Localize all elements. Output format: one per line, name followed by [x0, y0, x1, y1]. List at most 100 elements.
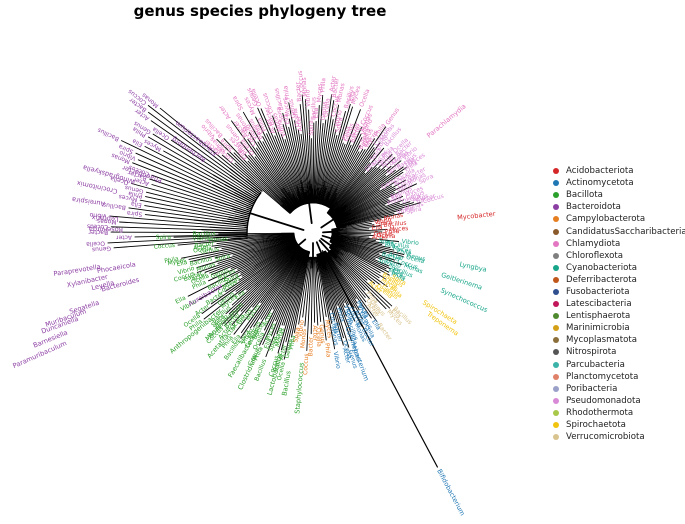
tree-branch	[321, 252, 356, 322]
tree-tip-label: Ocella	[292, 107, 302, 127]
tree-branch	[336, 228, 370, 232]
legend-label: Bacillota	[566, 190, 603, 201]
tree-branch	[320, 119, 334, 190]
tree-branch	[297, 193, 303, 206]
tree-branch	[320, 187, 327, 205]
tree-branch	[144, 146, 236, 194]
tree-branch	[304, 99, 311, 181]
tree-branch	[256, 147, 284, 189]
legend-item: Mycoplasmatota	[553, 334, 683, 346]
tree-tip-label: Coccus	[153, 242, 175, 251]
tree-branch	[331, 243, 348, 253]
tree-branch	[345, 166, 404, 210]
tree-branch	[237, 240, 296, 270]
tree-tip-label: Bacillus	[193, 231, 216, 238]
tree-tip-label: Phila	[288, 334, 298, 350]
tree-tip-label: Myces	[167, 257, 187, 268]
tree-branch	[341, 260, 391, 309]
tree-branch	[352, 212, 395, 224]
tree-branch	[193, 219, 248, 227]
tree-branch	[343, 187, 396, 217]
tree-tip-label: Phila	[335, 307, 346, 323]
tree-branch	[262, 261, 301, 345]
tree-branch	[339, 224, 375, 230]
tree-branch	[321, 198, 325, 205]
tree-branch	[317, 270, 327, 341]
tree-tip-label: Coccus	[328, 312, 340, 334]
legend-item: Chloroflexota	[553, 250, 683, 262]
tree-tip-label: Monas	[97, 217, 117, 225]
tree-branch	[272, 115, 298, 188]
tree-tip-label: Bacter	[294, 81, 303, 102]
legend-item: Poribacteria	[553, 383, 683, 395]
legend-item: Lentisphaerota	[553, 310, 683, 322]
tree-branch	[329, 250, 337, 259]
tree-tip-label: Vibrio	[332, 351, 342, 370]
tree-tip-label: Lepthrix	[91, 214, 119, 224]
tree-tip-label: Phila	[341, 125, 352, 141]
legend-marker	[553, 409, 559, 416]
legend-item: Pseudomonadota	[553, 395, 683, 407]
tree-branch	[329, 151, 360, 204]
tree-branch	[233, 152, 283, 202]
tree-branch	[324, 260, 345, 303]
tree-tip-label: Ella	[174, 294, 187, 305]
tree-branch	[221, 236, 291, 250]
tree-branch	[201, 246, 295, 314]
tree-branch	[270, 251, 306, 337]
legend-marker	[553, 288, 559, 295]
tree-branch	[221, 220, 249, 225]
tree-tip-label: Spira	[231, 94, 245, 111]
tree-branch	[332, 238, 380, 254]
tree-branch	[326, 260, 350, 306]
tree-tip-label: Monas	[383, 212, 403, 223]
tree-branch	[299, 104, 310, 197]
tree-branch	[330, 245, 344, 256]
tree-branch	[284, 200, 294, 211]
tree-branch	[331, 228, 341, 231]
tree-tip-label: Staphylococcus	[293, 362, 306, 415]
tree-branch	[345, 185, 393, 215]
tree-branch	[342, 238, 391, 249]
tree-branch	[187, 243, 293, 297]
tree-branch	[145, 191, 242, 216]
tree-branch	[189, 238, 287, 263]
tree-branch	[210, 245, 295, 305]
tree-branch	[304, 259, 312, 327]
tree-branch	[258, 249, 304, 328]
tree-tip-label: Ella	[392, 267, 405, 278]
tree-branch	[328, 137, 363, 202]
tree-branch	[323, 191, 330, 206]
tree-branch	[235, 215, 250, 220]
tree-branch	[246, 248, 295, 291]
tree-branch	[336, 256, 387, 310]
tree-branch	[322, 268, 344, 339]
tree-branch	[212, 174, 257, 201]
tree-branch	[328, 253, 367, 303]
tree-branch	[306, 267, 312, 351]
tree-branch	[322, 199, 325, 205]
tree-branch	[214, 200, 251, 213]
tree-branch	[240, 214, 250, 218]
tree-tip-label: Genus	[406, 252, 426, 263]
tree-branch	[321, 250, 438, 468]
tree-branch	[300, 186, 307, 205]
tree-branch	[234, 211, 250, 217]
tree-branch	[331, 139, 352, 187]
tree-branch	[288, 102, 306, 194]
tree-branch	[313, 258, 316, 323]
tree-branch	[314, 195, 317, 204]
tree-tip-label: Vibrio	[89, 211, 107, 219]
tree-branch	[341, 166, 408, 213]
tree-branch	[173, 233, 282, 238]
tree-branch	[339, 242, 402, 266]
tree-tip-label: Bacter	[331, 77, 341, 98]
tree-branch	[273, 127, 298, 192]
tree-branch	[334, 237, 395, 251]
tree-tip-label: Genus	[374, 230, 393, 237]
legend-item: Fusobacteriota	[553, 286, 683, 298]
tree-branch	[330, 237, 345, 243]
tree-branch	[300, 133, 308, 186]
tree-tip-label: Spira	[214, 252, 231, 263]
tree-branch	[319, 265, 333, 324]
